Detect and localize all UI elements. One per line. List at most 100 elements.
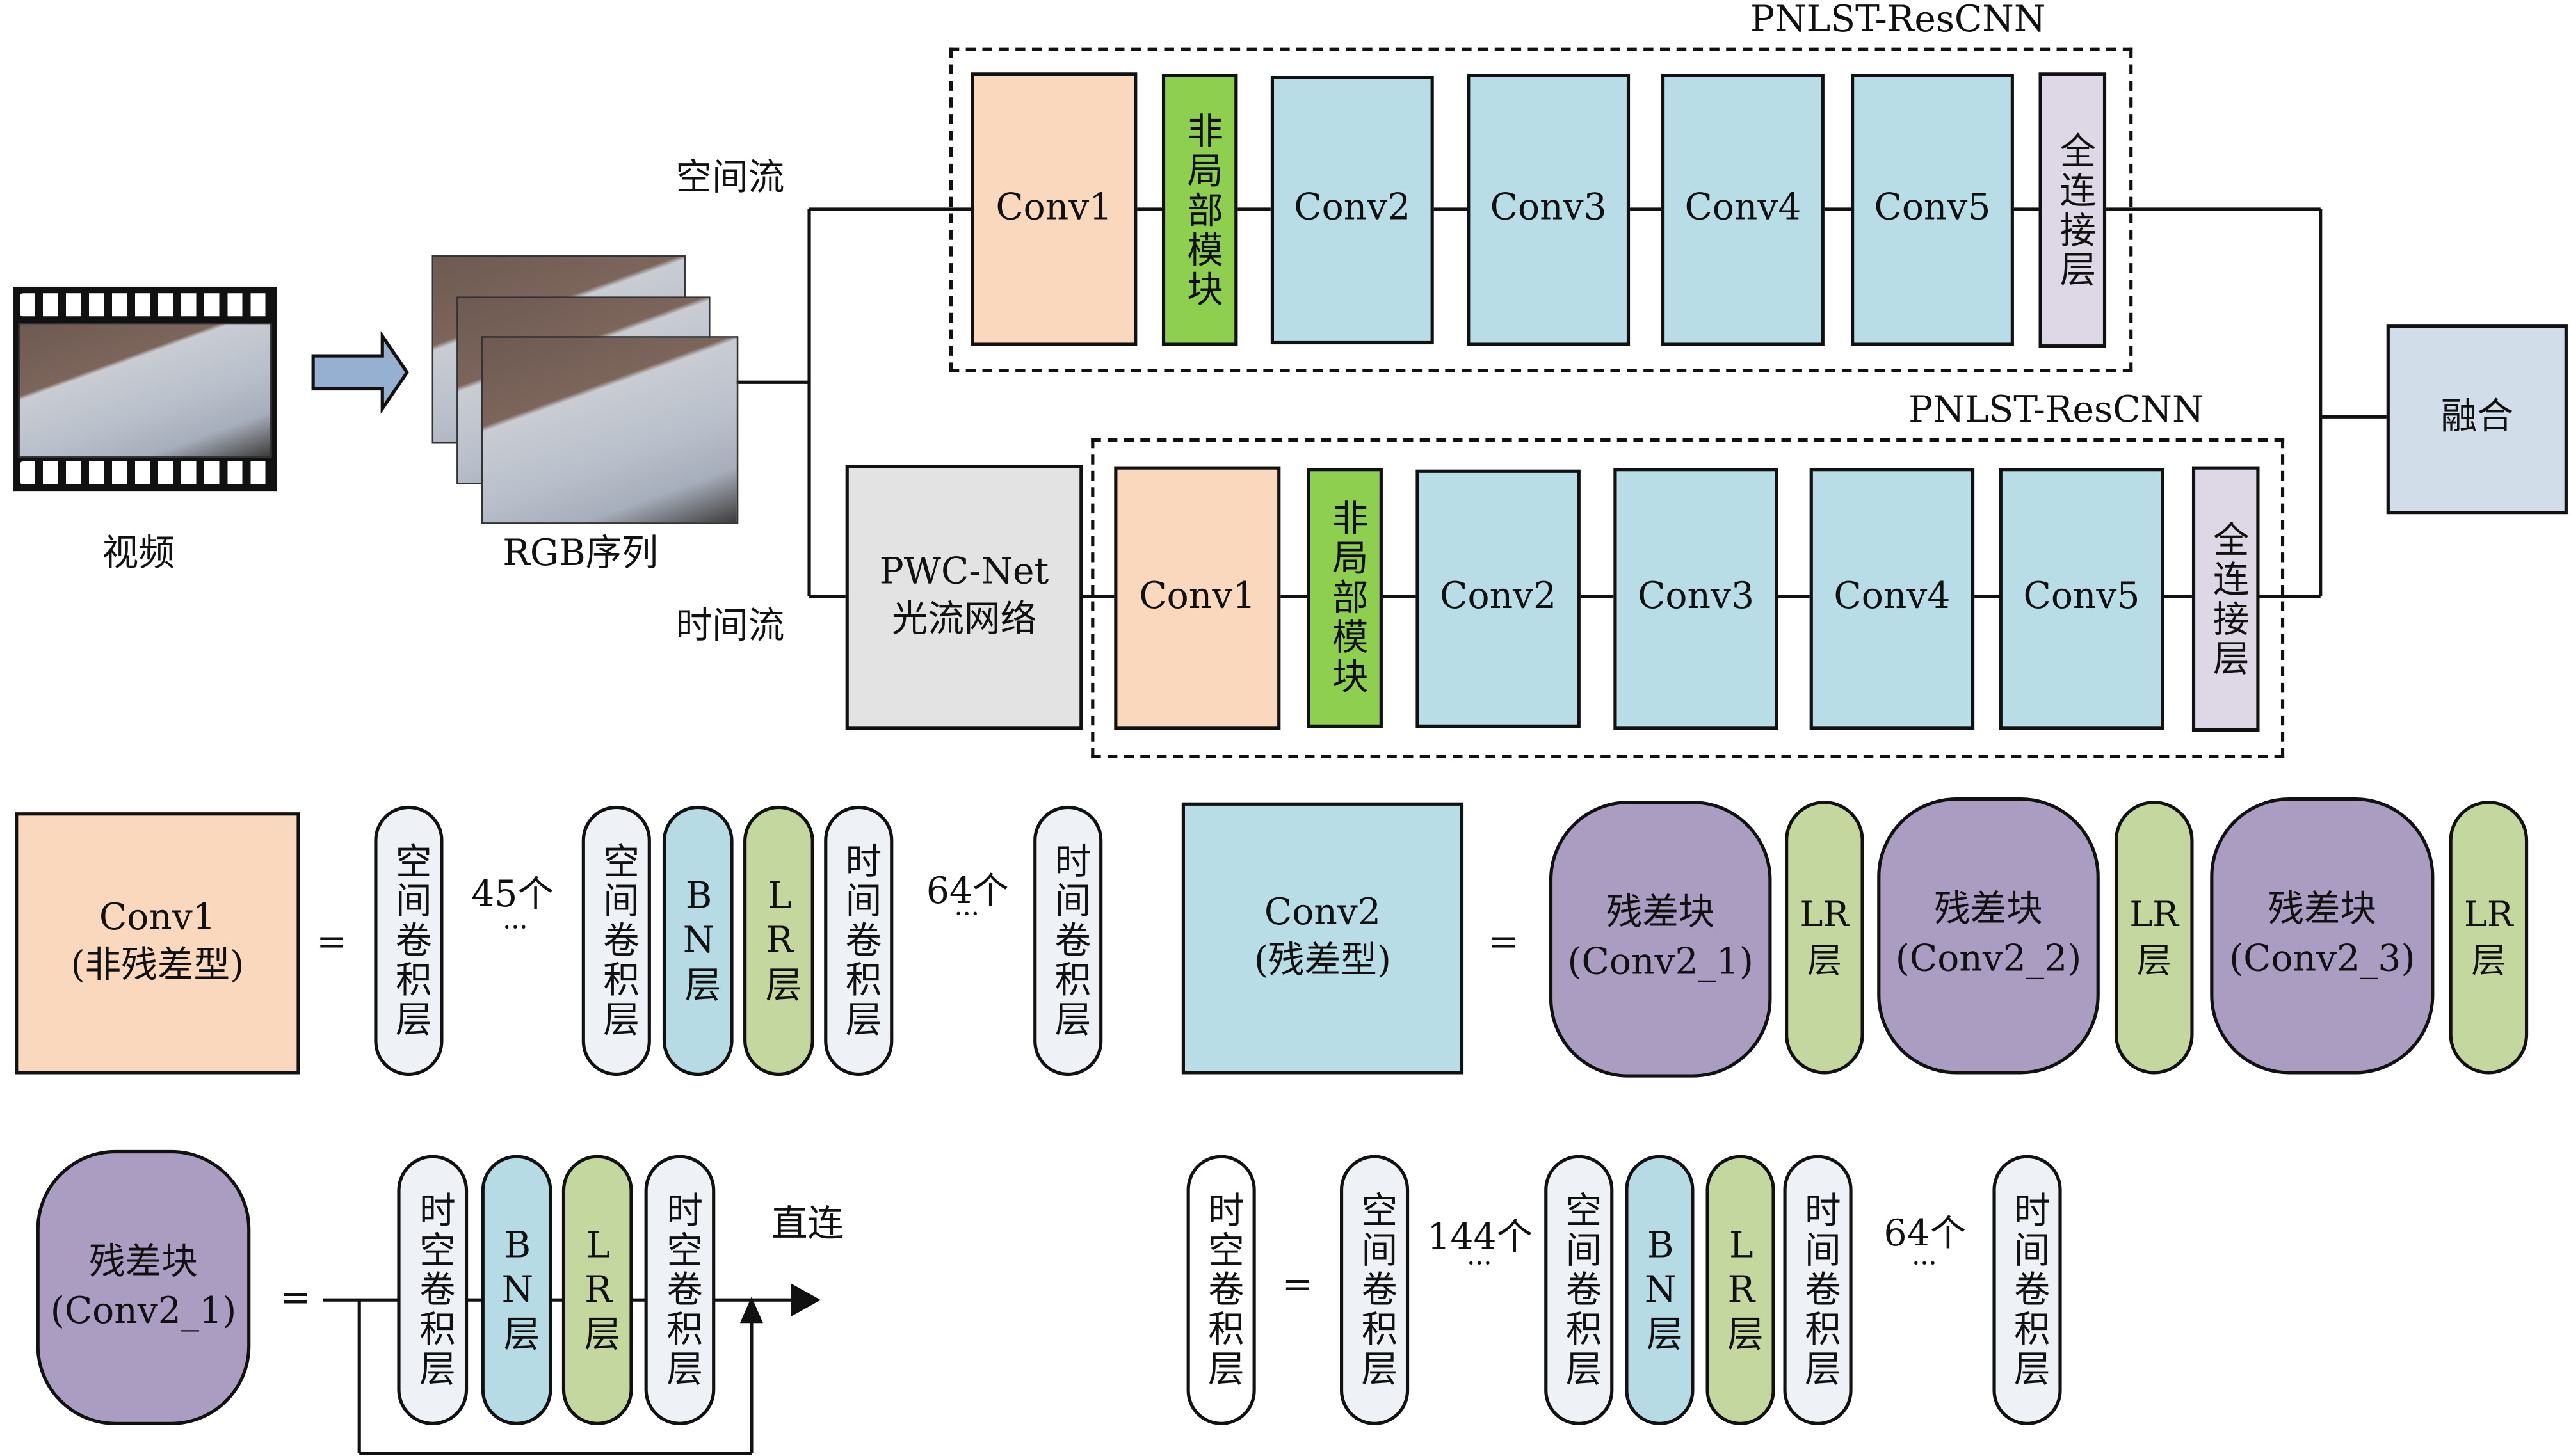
conv2-def-subtitle: (残差型) <box>1253 940 1391 982</box>
video-label: 视频 <box>102 534 175 575</box>
spatial-branch-title: PNLST-ResCNN <box>1750 0 2046 42</box>
st-conv-equals: = <box>1282 1265 1313 1307</box>
spatial-fc-label: 全连接层 <box>2053 131 2095 289</box>
conv1-count-spatial: 45个 <box>471 875 554 916</box>
spatial-branch-frame <box>949 47 2133 372</box>
pill-label: 时间卷积层 <box>2007 1191 2049 1389</box>
st-temporal-conv-first: 时间卷积层 <box>1783 1155 1853 1425</box>
residual-equals: = <box>280 1278 311 1320</box>
pill-label: BN层 <box>497 1226 538 1355</box>
st-count-temporal: 64个 <box>1883 1214 1967 1256</box>
temporal-branch-title: PNLST-ResCNN <box>1908 390 2204 432</box>
residual-def-box: 残差块 (Conv2_1) <box>36 1149 251 1425</box>
residual-lr-layer: LR层 <box>561 1155 633 1425</box>
temporal-conv1: Conv1 <box>1114 466 1281 730</box>
pill-label: 时间卷积层 <box>839 842 880 1040</box>
residual-sublabel: (Conv2_1) <box>1567 942 1753 984</box>
residual-def-subtitle: (Conv2_1) <box>50 1291 237 1332</box>
spatial-conv2: Conv2 <box>1270 76 1434 345</box>
spatial-conv3: Conv3 <box>1467 74 1631 346</box>
rgb-label: RGB序列 <box>503 534 658 575</box>
arrow-head-shortcut <box>739 1297 763 1324</box>
conv2-equals: = <box>1488 922 1519 964</box>
spatial-nonlocal-module: 非局部模块 <box>1161 74 1238 346</box>
residual-bn-layer: BN层 <box>481 1155 552 1425</box>
pill-label: BN层 <box>1640 1226 1681 1355</box>
residual-label: 残差块 <box>2268 890 2377 932</box>
fusion-box: 融合 <box>2386 324 2568 515</box>
conv1-temporal-conv-last: 时间卷积层 <box>1033 805 1103 1076</box>
st-count-spatial: 144个 <box>1427 1217 1533 1259</box>
temporal-stream-label: 时间流 <box>675 606 785 648</box>
spatial-stream-label: 空间流 <box>675 158 785 200</box>
video-frame-image <box>18 323 272 458</box>
conv1-temporal-conv-first: 时间卷积层 <box>824 805 894 1076</box>
pill-label: LR层 <box>577 1226 619 1355</box>
residual-label: 残差块 <box>1934 890 2043 932</box>
conv1-lr-layer: LR层 <box>743 805 814 1076</box>
optical-flow-label: 光流网络 <box>891 598 1037 641</box>
residual-block-conv2-1: 残差块 (Conv2_1) <box>1549 801 1772 1078</box>
pill-label: 时空卷积层 <box>660 1191 702 1389</box>
st-lr-layer: LR层 <box>1705 1155 1775 1425</box>
temporal-fc-layer: 全连接层 <box>2191 466 2260 732</box>
spatial-conv1: Conv1 <box>971 72 1138 346</box>
spatial-fc-layer: 全连接层 <box>2038 72 2107 348</box>
st-ellipsis-1: ··· <box>1467 1247 1492 1279</box>
pwc-net-label: PWC-Net <box>879 552 1049 593</box>
temporal-nonlocal-module: 非局部模块 <box>1307 468 1383 728</box>
temporal-fc-label: 全连接层 <box>2206 520 2248 678</box>
conv1-count-temporal: 64个 <box>926 871 1009 913</box>
temporal-conv2: Conv2 <box>1415 469 1581 728</box>
spatial-conv5: Conv5 <box>1851 74 2014 346</box>
temporal-branch-frame <box>1091 438 2285 758</box>
spatial-conv4: Conv4 <box>1661 74 1825 346</box>
pill-label: 时空卷积层 <box>412 1191 455 1389</box>
temporal-nonlocal-label: 非局部模块 <box>1325 499 1367 697</box>
st-ellipsis-2: ··· <box>1912 1247 1937 1279</box>
residual-sublabel: (Conv2_2) <box>1895 939 2082 980</box>
conv1-def-box: Conv1(非残差型) <box>15 812 300 1075</box>
st-spatial-conv-first: 空间卷积层 <box>1339 1155 1410 1425</box>
conv1-def-subtitle: (非残差型) <box>70 945 245 986</box>
video-film-icon <box>13 286 277 492</box>
pill-label: 时空卷积层 <box>1201 1191 1243 1389</box>
pill-label: 时间卷积层 <box>1798 1191 1840 1389</box>
st-temporal-conv-last: 时间卷积层 <box>1992 1155 2062 1425</box>
pwc-net-box: PWC-Net 光流网络 <box>845 464 1083 730</box>
st-bn-layer: BN层 <box>1625 1155 1695 1425</box>
residual-def-title: 残差块 <box>88 1242 198 1283</box>
pill-label: LR层 <box>759 876 800 1005</box>
temporal-conv4: Conv4 <box>1809 468 1975 730</box>
residual-label: 残差块 <box>1606 893 1715 935</box>
conv1-ellipsis-2: ··· <box>954 898 979 929</box>
conv1-ellipsis-1: ··· <box>503 911 528 943</box>
residual-sublabel: (Conv2_3) <box>2229 939 2415 980</box>
conv2-def-title: Conv2 <box>1264 893 1381 934</box>
conv2-lr-layer-1: LR层 <box>1785 801 1864 1075</box>
conv1-spatial-conv-last: 空间卷积层 <box>581 805 651 1076</box>
pill-label: 空间卷积层 <box>1559 1191 1600 1389</box>
st-spatial-conv-last: 空间卷积层 <box>1544 1155 1614 1425</box>
spatial-nonlocal-label: 非局部模块 <box>1181 111 1222 309</box>
pill-label: LR层 <box>2129 894 2179 980</box>
pill-label: BN层 <box>678 876 720 1005</box>
conv2-lr-layer-2: LR层 <box>2114 801 2194 1075</box>
conv1-equals: = <box>316 922 347 964</box>
arrow-head-out <box>791 1283 821 1316</box>
pill-label: 空间卷积层 <box>389 842 430 1040</box>
conv1-bn-layer: BN层 <box>662 805 734 1076</box>
pill-label: LR层 <box>1720 1226 1762 1355</box>
pill-label: 时间卷积层 <box>1048 842 1090 1040</box>
residual-block-conv2-2: 残差块 (Conv2_2) <box>1877 797 2100 1075</box>
pill-label: 空间卷积层 <box>596 842 638 1040</box>
pill-label: 空间卷积层 <box>1355 1191 1396 1389</box>
conv2-lr-layer-3: LR层 <box>2449 801 2529 1075</box>
pill-label: LR层 <box>1800 894 1850 980</box>
residual-block-conv2-3: 残差块 (Conv2_3) <box>2210 797 2435 1075</box>
residual-st-conv-1: 时空卷积层 <box>397 1155 469 1425</box>
conv2-def-box: Conv2 (残差型) <box>1181 802 1464 1075</box>
conv1-spatial-conv-first: 空间卷积层 <box>374 805 444 1076</box>
rgb-frame-3 <box>481 336 739 524</box>
